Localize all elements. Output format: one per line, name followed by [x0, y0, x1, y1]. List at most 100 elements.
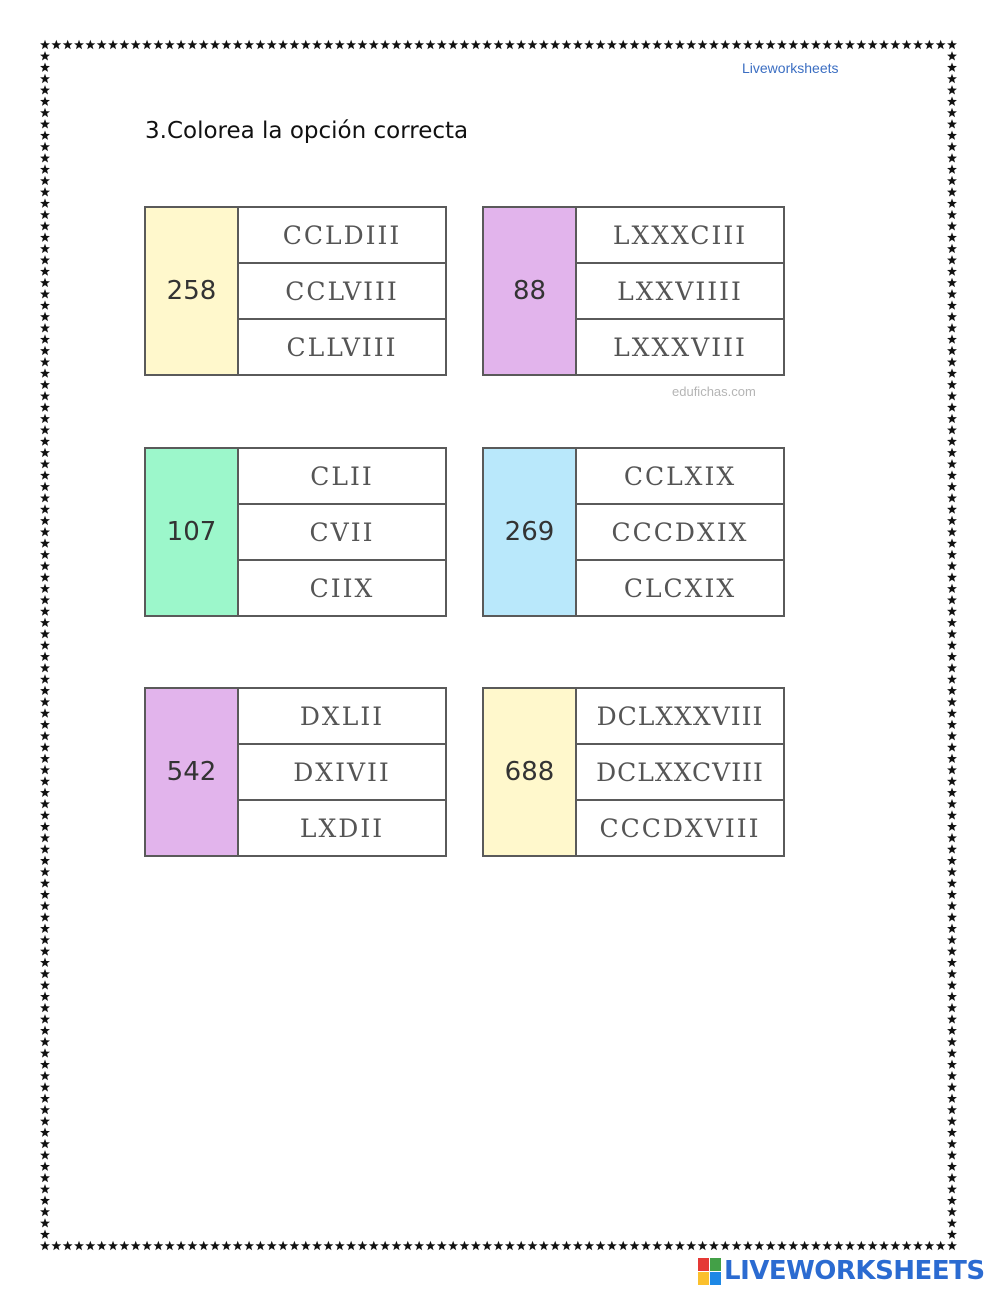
- border-star-icon: [708, 1240, 719, 1251]
- border-star-icon: [142, 1240, 152, 1251]
- border-star-icon: [40, 243, 50, 254]
- border-star-icon: [935, 39, 946, 50]
- border-star-icon: [947, 866, 957, 877]
- border-star-icon: [708, 39, 719, 50]
- border-star-icon: [40, 1229, 50, 1239]
- liveworksheets-logo[interactable]: LIVEWORKSHEETS: [698, 1256, 985, 1286]
- border-star-icon: [947, 1138, 957, 1149]
- border-star-icon: [947, 221, 957, 231]
- border-star-icon: [40, 1184, 50, 1194]
- border-star-icon: [561, 39, 572, 50]
- border-star-icon: [40, 821, 50, 831]
- border-star-icon: [811, 39, 821, 50]
- border-star-icon: [436, 1240, 447, 1251]
- border-star-icon: [947, 470, 957, 480]
- border-star-icon: [40, 957, 50, 967]
- border-star-icon: [40, 504, 50, 514]
- border-star-icon: [40, 459, 50, 469]
- border-star-icon: [40, 640, 50, 650]
- border-star-icon: [40, 481, 50, 492]
- border-star-icon: [130, 39, 141, 50]
- border-star-icon: [947, 459, 957, 469]
- option-cell[interactable]: DXLII: [299, 701, 385, 731]
- border-star-icon: [652, 39, 663, 50]
- option-cell[interactable]: CLII: [310, 461, 374, 491]
- border-star-icon: [538, 1240, 549, 1251]
- border-star-icon: [947, 934, 957, 945]
- option-cell[interactable]: CCCDXVIII: [577, 799, 783, 855]
- border-star-icon: [935, 1240, 946, 1251]
- border-star-icon: [867, 39, 878, 50]
- border-star-icon: [822, 39, 833, 50]
- border-star-icon: [40, 402, 50, 412]
- option-cell[interactable]: LXXXVIII: [577, 318, 783, 374]
- border-star-icon: [947, 130, 957, 140]
- border-star-icon: [947, 538, 957, 548]
- border-star-icon: [289, 39, 300, 50]
- option-cell[interactable]: LXDII: [239, 799, 445, 855]
- border-star-icon: [40, 232, 50, 242]
- border-star-icon: [572, 39, 583, 50]
- option-list: DXLII DXIVII LXDII: [239, 689, 445, 855]
- option-cell[interactable]: CVII: [239, 503, 445, 559]
- border-star-icon: [947, 560, 957, 571]
- option-cell[interactable]: CLCXIX: [577, 559, 783, 615]
- border-star-icon: [947, 878, 957, 888]
- option-cell[interactable]: DCLXXXVIII: [596, 701, 764, 731]
- border-star-icon: [40, 334, 50, 344]
- border-star-icon: [584, 39, 595, 50]
- border-star-icon: [947, 685, 957, 696]
- border-star-icon: [947, 1048, 957, 1058]
- border-star-icon: [176, 39, 186, 50]
- border-star-icon: [947, 1218, 957, 1228]
- border-star-icon: [40, 527, 50, 537]
- border-star-icon: [164, 1240, 175, 1251]
- border-star-icon: [947, 764, 957, 775]
- border-star-icon: [618, 1240, 629, 1251]
- border-star-icon: [947, 447, 957, 458]
- border-star-icon: [833, 39, 844, 50]
- border-star-icon: [947, 889, 957, 899]
- option-cell[interactable]: LXXVIIII: [577, 262, 783, 318]
- border-star-icon: [913, 1240, 923, 1251]
- border-star-icon: [901, 1240, 912, 1251]
- border-star-icon: [119, 39, 130, 50]
- border-star-icon: [947, 334, 957, 344]
- border-star-icon: [244, 39, 255, 50]
- border-star-icon: [40, 798, 50, 809]
- border-star-icon: [663, 1240, 674, 1251]
- border-star-icon: [947, 345, 957, 356]
- border-star-icon: [947, 481, 957, 492]
- option-cell[interactable]: DXIVII: [239, 743, 445, 799]
- option-cell[interactable]: CCLDIII: [282, 220, 402, 250]
- border-star-icon: [947, 323, 957, 333]
- border-star-icon: [40, 289, 50, 299]
- border-star-icon: [40, 51, 50, 61]
- question-number: 542: [146, 689, 239, 855]
- option-cell[interactable]: CIIX: [239, 559, 445, 615]
- option-cell[interactable]: LXXXCIII: [612, 220, 748, 250]
- border-star-icon: [414, 1240, 425, 1251]
- border-star-icon: [697, 39, 708, 50]
- border-star-icon: [527, 1240, 538, 1251]
- border-star-icon: [40, 912, 50, 922]
- border-star-icon: [40, 991, 50, 1001]
- border-star-icon: [40, 1127, 50, 1137]
- option-cell[interactable]: CCLXIX: [623, 461, 737, 491]
- border-star-icon: [108, 1240, 118, 1251]
- option-cell[interactable]: CCLVIII: [239, 262, 445, 318]
- border-star-icon: [402, 1240, 413, 1251]
- border-star-icon: [493, 1240, 504, 1251]
- border-star-icon: [40, 1059, 50, 1069]
- border-star-icon: [742, 1240, 753, 1251]
- question-block-258: 258 CCLDIII CCLVIII CLLVIII: [144, 206, 447, 376]
- option-cell[interactable]: CLLVIII: [239, 318, 445, 374]
- option-cell[interactable]: CCCDXIX: [577, 503, 783, 559]
- border-star-icon: [890, 1240, 901, 1251]
- border-star-icon: [40, 776, 50, 786]
- border-star-icon: [85, 1240, 96, 1251]
- border-star-icon: [947, 640, 957, 650]
- option-cell[interactable]: DCLXXCVIII: [577, 743, 783, 799]
- border-star-icon: [947, 980, 957, 990]
- border-star-icon: [550, 1240, 561, 1251]
